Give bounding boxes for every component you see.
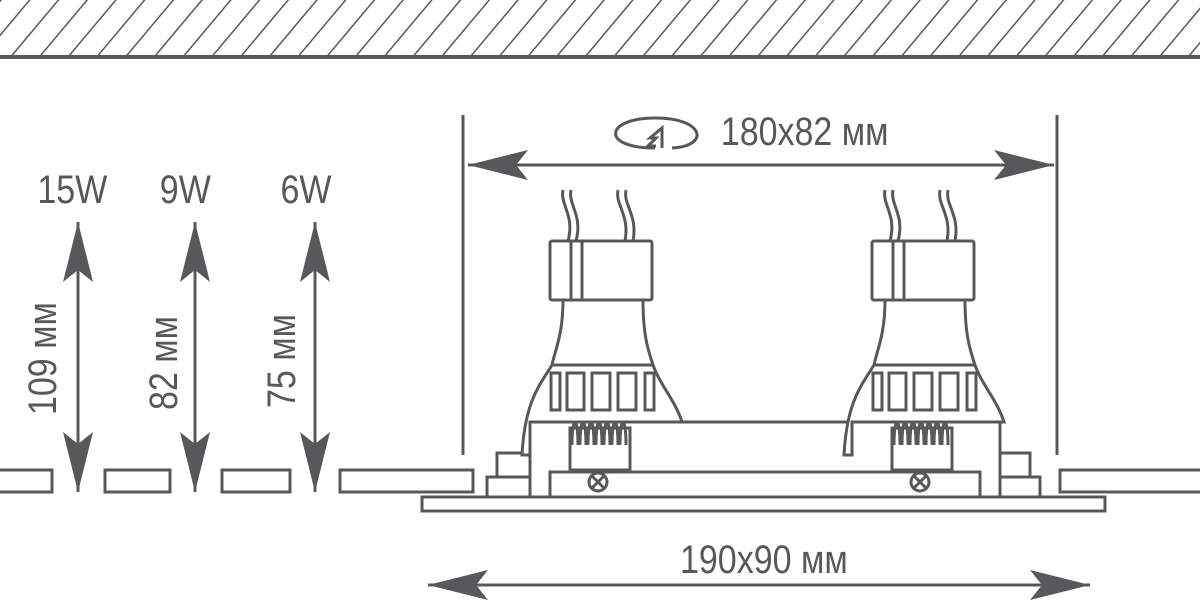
cutout-dimension: 180x82 мм — [461, 108, 1059, 455]
cutout-label: 180x82 мм — [721, 108, 889, 153]
ceiling-board — [0, 468, 1200, 494]
power-label: 9W — [160, 166, 211, 211]
rotate-icon — [614, 116, 699, 150]
height-label: 82 мм — [140, 316, 185, 410]
height-label: 75 мм — [258, 314, 303, 408]
height-label: 109 мм — [19, 302, 64, 415]
power-label: 15W — [37, 166, 107, 211]
overall-label: 190x90 мм — [680, 536, 848, 581]
overall-dimension: 190x90 мм — [428, 536, 1090, 600]
power-label: 6W — [281, 166, 332, 211]
lamp-left — [520, 189, 685, 493]
height-dimensions: 15W 9W 6W 109 мм 82 мм 75 мм — [19, 166, 331, 492]
ceiling-slab — [0, 0, 1200, 59]
